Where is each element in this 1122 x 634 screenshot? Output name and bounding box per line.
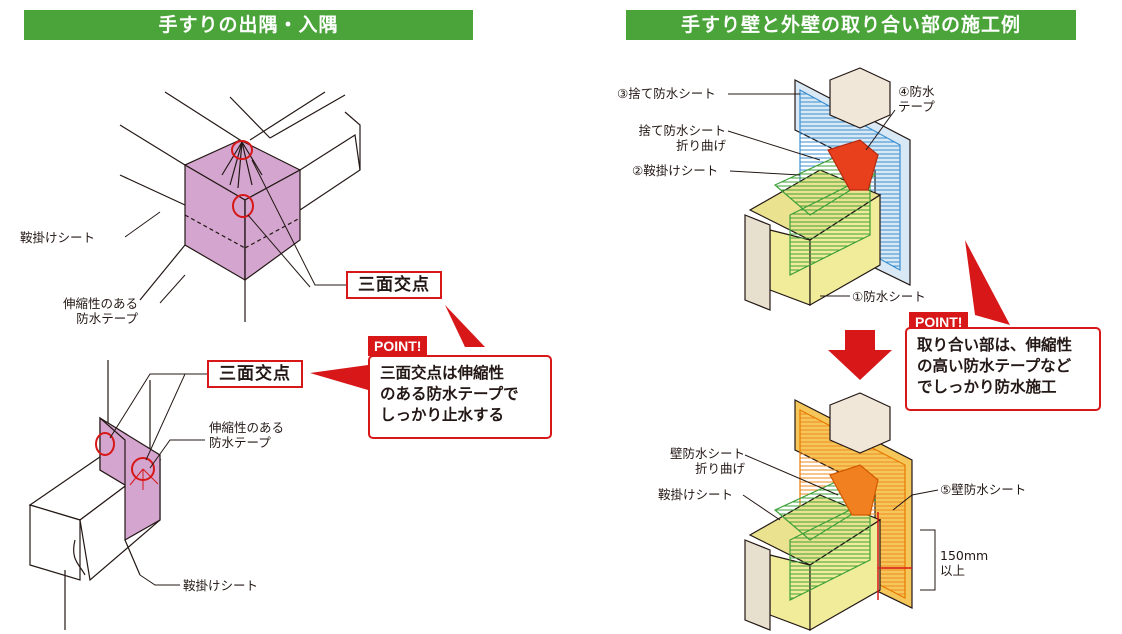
parapet-bottom-figure — [744, 392, 913, 632]
intersection-circle — [232, 194, 254, 218]
stretch-tape-label-bottom: 伸縮性のある 防水テープ — [209, 420, 285, 450]
label-saddle-sheet-bottom: 鞍掛けシート — [658, 487, 734, 502]
label-wall-sheet-fold: 壁防水シート 折り曲げ — [669, 446, 745, 476]
label-waterproof-tape: ④防水 テープ — [898, 84, 935, 114]
label-sacrificial-fold: 捨て防水シート 折り曲げ — [638, 123, 726, 153]
point-callout-left: 三面交点は伸縮性 のある防水テープで しっかり止水する — [368, 355, 552, 439]
label-sacrificial-sheet: ③捨て防水シート — [617, 86, 716, 101]
stretch-tape-label-top: 伸縮性のある 防水テープ — [63, 296, 139, 326]
label-wall-waterproof-sheet: ⑤壁防水シート — [940, 482, 1027, 497]
intersection-circle — [95, 432, 115, 456]
leader-lines — [109, 373, 207, 586]
parapet-top-figure — [744, 67, 911, 311]
saddle-sheet-label-bottom: 鞍掛けシート — [183, 578, 259, 593]
leader-lines — [727, 93, 896, 297]
right-section-header: 手すり壁と外壁の取り合い部の施工例 — [626, 10, 1076, 40]
saddle-sheet-label-top: 鞍掛けシート — [20, 230, 96, 245]
triple-intersection-tag-bottom: 三面交点 — [207, 360, 303, 388]
label-saddle-sheet: ②鞍掛けシート — [632, 163, 719, 178]
leader-lines — [742, 454, 939, 591]
leader-lines — [124, 159, 346, 304]
down-arrow — [828, 330, 892, 380]
callout-wedge — [445, 305, 485, 347]
triple-intersection-tag-top: 三面交点 — [346, 271, 442, 299]
callout-wedge — [310, 365, 368, 390]
label-waterproof-sheet: ①防水シート — [852, 289, 926, 304]
intersection-circle — [231, 140, 253, 160]
label-150mm: 150mm 以上 — [940, 548, 989, 578]
left-section-header: 手すりの出隅・入隅 — [24, 10, 473, 40]
point-badge-left: POINT! — [368, 336, 428, 356]
corner-top-figure — [119, 91, 361, 322]
corner-bottom-figure — [28, 360, 162, 630]
radiating-marks — [129, 468, 159, 490]
callout-wedge — [965, 240, 1010, 325]
point-callout-right: 取り合い部は、伸縮性 の高い防水テープなど でしっかり防水施工 — [905, 327, 1101, 411]
